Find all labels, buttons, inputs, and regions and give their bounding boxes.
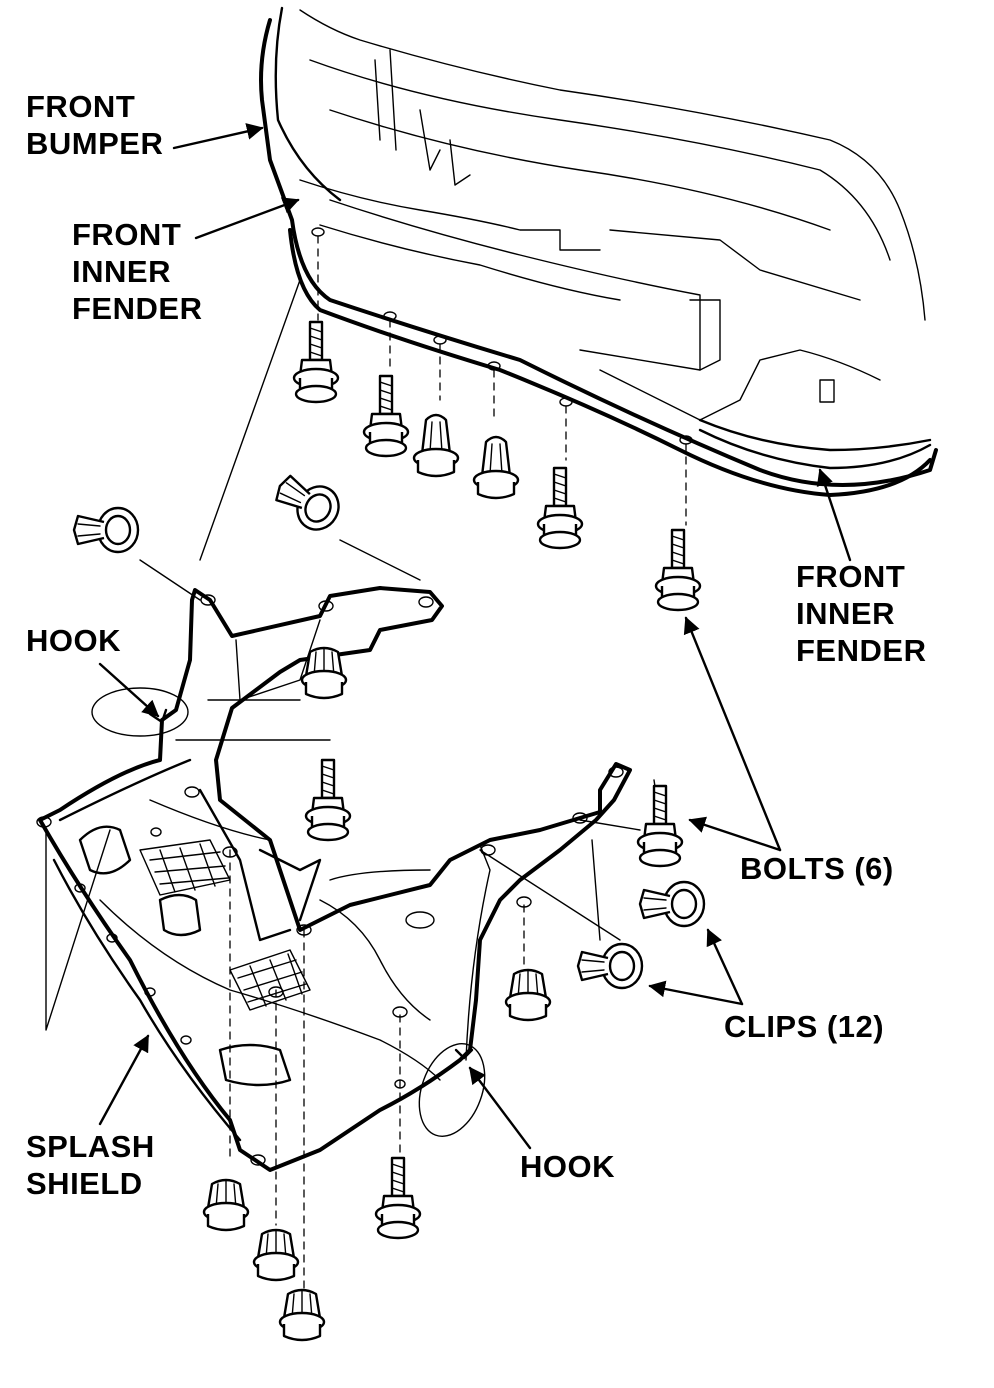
- splash-shield-label-line-1: SPLASH: [26, 1129, 155, 1164]
- clip-icon: [252, 1228, 300, 1282]
- front-inner-fender-left-line-2: INNER: [72, 254, 171, 289]
- leader-arrows: [98, 123, 852, 1150]
- bolt-icon: [536, 466, 584, 550]
- front-inner-fender-right-label: FRONT INNER FENDER: [796, 558, 926, 669]
- bolt-icon: [654, 528, 702, 612]
- front-bumper-label: FRONT BUMPER: [26, 88, 163, 162]
- front-bumper-label-line-2: BUMPER: [26, 126, 164, 161]
- splash-shield-label-line-2: SHIELD: [26, 1166, 143, 1201]
- front-inner-fender-left-label: FRONT INNER FENDER: [72, 216, 202, 327]
- clip-icon: [638, 880, 706, 928]
- clip-icon: [576, 942, 644, 990]
- clip-icon: [72, 506, 140, 554]
- hook-upper-label: HOOK: [26, 623, 121, 658]
- front-bumper-body: [259, 6, 938, 487]
- front-inner-fender-right-line-2: INNER: [796, 596, 895, 631]
- clips-label: CLIPS (12): [724, 1009, 885, 1044]
- bolt-icon: [374, 1156, 422, 1240]
- splash-shield: [36, 586, 632, 1172]
- clip-icon: [412, 413, 460, 478]
- bumper-mount-holes: [311, 227, 693, 445]
- clip-icon: [504, 968, 552, 1022]
- clip-icon: [300, 646, 348, 700]
- clip-icon: [472, 435, 520, 500]
- bolt-icon: [304, 758, 352, 842]
- front-inner-fender-left-line-1: FRONT: [72, 217, 182, 252]
- bolt-icon: [636, 784, 684, 868]
- hook-lower-label: HOOK: [520, 1149, 615, 1184]
- bolts-label: BOLTS (6): [740, 851, 894, 886]
- bolt-icon: [362, 374, 410, 458]
- front-inner-fender-left-line-3: FENDER: [72, 291, 203, 326]
- clip-icon: [278, 1288, 326, 1342]
- clip-icon: [267, 465, 348, 539]
- splash-shield-label: SPLASH SHIELD: [26, 1128, 155, 1202]
- front-inner-fender-right-line-3: FENDER: [796, 633, 927, 668]
- clip-icon: [202, 1178, 250, 1232]
- front-inner-fender-right-line-1: FRONT: [796, 559, 906, 594]
- front-inner-fender-strip: [288, 228, 932, 497]
- front-bumper-label-line-1: FRONT: [26, 89, 136, 124]
- bolt-icon: [292, 320, 340, 404]
